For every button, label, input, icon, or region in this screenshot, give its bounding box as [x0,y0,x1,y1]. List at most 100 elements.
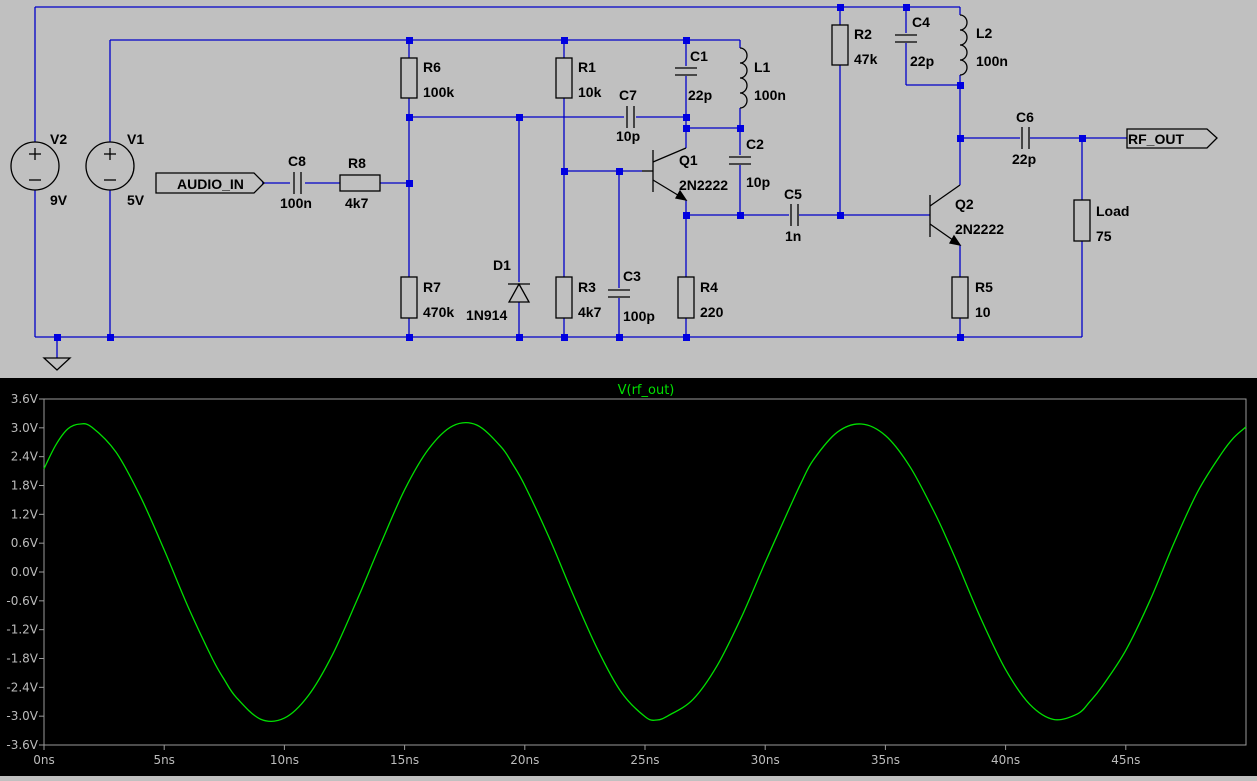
resistor-r4[interactable]: R4 220 [677,276,724,320]
component-value: 100p [623,308,655,324]
capacitor-c1[interactable]: C1 22p [675,48,712,103]
component-ref: R3 [578,279,596,295]
junction-dot [737,125,744,132]
component-value: 10 [975,304,991,320]
y-tick-label: 3.0V [11,421,39,435]
component-ref: R7 [423,279,441,295]
component-value: 100n [280,195,312,211]
capacitor-c4[interactable]: C4 22p [895,14,934,69]
x-tick-label: 35ns [871,753,900,767]
component-ref: L1 [754,59,771,75]
capacitor-c6[interactable]: C6 22p [1012,109,1036,167]
plot-frame [43,398,1247,746]
capacitor-c8[interactable]: C8 100n [280,153,312,211]
junction-dot [616,168,623,175]
resistor-icon [677,276,695,319]
component-value: 220 [700,304,724,320]
component-value: 2N2222 [679,177,728,193]
resistor-r8[interactable]: R8 4k7 [339,155,381,211]
component-value: 75 [1096,228,1112,244]
inductor-l2[interactable]: L2 100n [959,14,1008,76]
inductor-l1[interactable]: L1 100n [739,47,786,109]
component-ref: L2 [976,25,993,41]
y-tick-label: -3.6V [6,738,38,752]
junction-dot [683,334,690,341]
y-tick-label: 1.2V [11,507,39,521]
capacitor-c7[interactable]: C7 10p [616,87,640,144]
component-value: 100n [754,87,786,103]
junction-dot [406,114,413,121]
resistor-r6[interactable]: R6 100k [400,57,454,100]
inductor-icon [739,47,748,109]
resistor-icon [555,57,573,99]
component-ref: C5 [784,186,802,202]
component-ref: V1 [127,131,144,147]
source-v1[interactable]: V1 5V [85,131,145,208]
junction-dot [406,37,413,44]
x-tick-label: 45ns [1111,753,1140,767]
port-rf-out[interactable]: RF_OUT [1126,128,1218,149]
component-ref: C2 [746,136,764,152]
resistor-r2[interactable]: R2 47k [831,24,878,67]
x-tick-label: 10ns [270,753,299,767]
resistor-r3[interactable]: R3 4k7 [555,276,602,320]
y-tick-label: -0.6V [6,594,38,608]
component-ref: C4 [912,14,930,30]
junction-dot [406,180,413,187]
capacitor-c5[interactable]: C5 1n [784,186,802,244]
trace-label[interactable]: V(rf_out) [618,383,675,398]
component-value: 22p [1012,151,1036,167]
y-tick-label: -2.4V [6,680,38,694]
waveform-plot[interactable]: V(rf_out) 3.6V3.0V2.4V1.8V1.2V0.6V0.0V-0… [0,378,1257,776]
capacitor-c3[interactable]: C3 100p [608,268,655,324]
component-ref: D1 [493,257,511,273]
trace-line[interactable] [43,421,1247,722]
voltage-source-icon [85,141,135,191]
junction-dot [737,212,744,219]
junction-dot [1079,135,1086,142]
component-value: 10p [616,128,640,144]
junction-dot [516,114,523,121]
inductor-icon [959,14,968,76]
y-axis: 3.6V3.0V2.4V1.8V1.2V0.6V0.0V-0.6V-1.2V-1… [6,392,44,752]
schematic-canvas[interactable]: V2 9V V1 5V AUDIO_IN RF_OUT C8 100n C7 1… [0,0,1257,378]
component-value: 100k [423,84,454,100]
x-tick-label: 5ns [153,753,175,767]
x-tick-label: 0ns [33,753,55,767]
component-value: 9V [50,192,68,208]
junction-dot [683,125,690,132]
junction-dot [683,37,690,44]
component-value: 47k [854,51,878,67]
resistor-icon [555,276,573,319]
port-label: AUDIO_IN [177,176,244,192]
component-value: 2N2222 [955,221,1004,237]
resistor-icon [339,174,381,192]
component-ref: R8 [348,155,366,171]
x-tick-label: 25ns [630,753,659,767]
source-v2[interactable]: V2 9V [10,131,68,208]
component-ref: R6 [423,59,441,75]
transistor-q1[interactable]: Q1 2N2222 [642,147,728,201]
junction-dot [561,168,568,175]
resistor-r5[interactable]: R5 10 [951,276,993,320]
capacitor-c2[interactable]: C2 10p [729,136,770,190]
y-tick-label: 1.8V [11,479,39,493]
component-value: 10k [578,84,602,100]
junction-dot [683,114,690,121]
junction-dot [903,4,910,11]
transistor-q2[interactable]: Q2 2N2222 [929,184,1004,246]
resistor-load[interactable]: Load 75 [1073,199,1129,244]
resistor-icon [831,24,849,66]
x-tick-label: 40ns [991,753,1020,767]
component-value: 1n [785,228,801,244]
diode-d1[interactable]: D1 1N914 [466,257,531,323]
resistor-r7[interactable]: R7 470k [400,276,454,320]
input-port-icon [155,172,265,194]
y-tick-label: 0.6V [11,536,39,550]
component-value: 470k [423,304,454,320]
component-ref: Load [1096,203,1129,219]
port-audio-in[interactable]: AUDIO_IN [155,172,265,194]
resistor-r1[interactable]: R1 10k [555,57,602,100]
ground-symbol[interactable] [42,357,72,371]
